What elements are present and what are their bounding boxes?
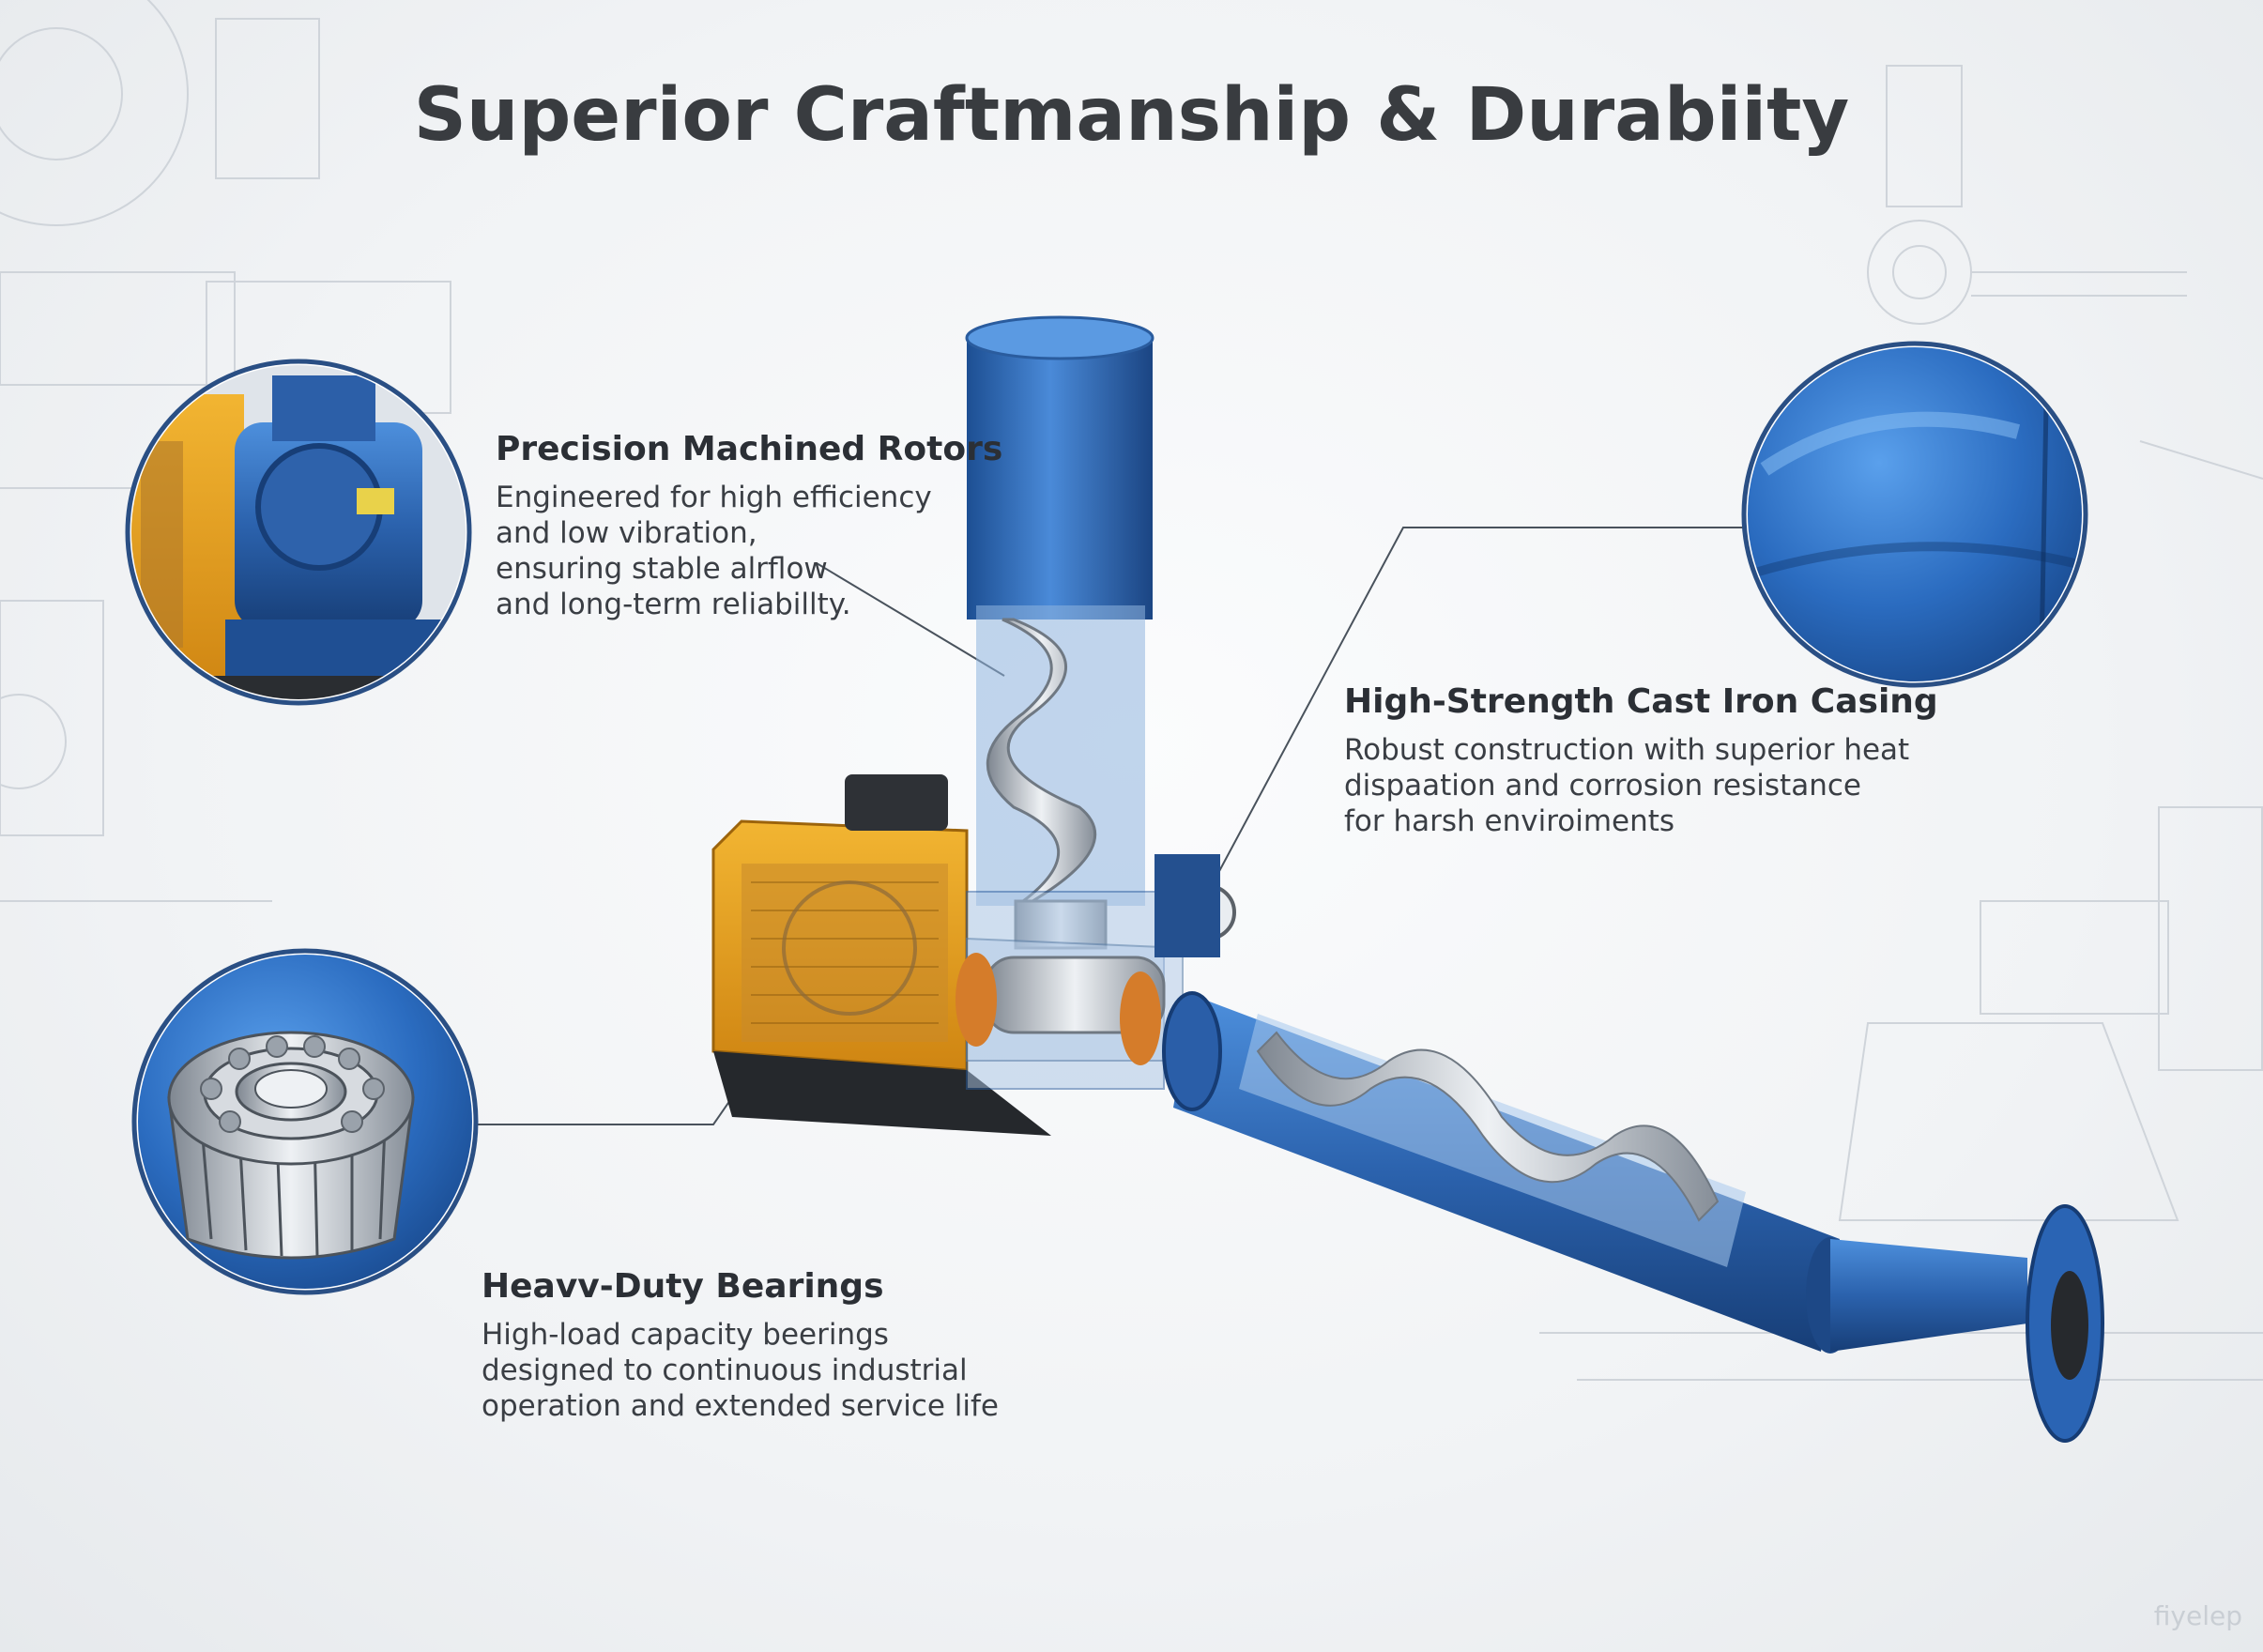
callout-line: and low vibration,	[496, 516, 757, 550]
callout-cast-iron-casing: High-Strength Cast Iron Casing Robust co…	[1344, 682, 1938, 839]
callout-heavy-duty-bearings: Heavv-Duty Bearings High-load capacity b…	[482, 1267, 999, 1424]
callout-heading: Precision Machined Rotors	[496, 430, 1003, 468]
callout-heading: High-Strength Cast Iron Casing	[1344, 682, 1938, 721]
callout-line: designed to continuous industrial	[482, 1354, 968, 1387]
callout-line: dispaation and corrosion resistance	[1344, 769, 1861, 803]
callout-line: High-load capacity beerings	[482, 1318, 889, 1352]
page-title: Superior Craftmanship & Durabiity	[413, 73, 1850, 158]
callout-description: Engineered for high efficiency and low v…	[496, 480, 1002, 622]
callout-line: operation and extended service life	[482, 1389, 1000, 1423]
callout-line: for harsh enviroiments	[1344, 804, 1675, 838]
callout-description: High-load capacity beerings designed to …	[482, 1317, 999, 1424]
callout-line: Robust construction with superior heat	[1344, 733, 1910, 767]
callout-description: Robust construction with superior heat d…	[1344, 732, 1938, 839]
callout-line: Engineered for high efficiency	[496, 481, 932, 514]
callout-line: and long-term reliabillty.	[496, 588, 851, 621]
callout-precision-rotors: Precision Machined Rotors Engineered for…	[496, 430, 1002, 622]
callout-line: ensuring stable alrflow	[496, 552, 828, 586]
callout-heading: Heavv-Duty Bearings	[482, 1267, 884, 1306]
watermark: fiyelep	[2153, 1600, 2242, 1631]
